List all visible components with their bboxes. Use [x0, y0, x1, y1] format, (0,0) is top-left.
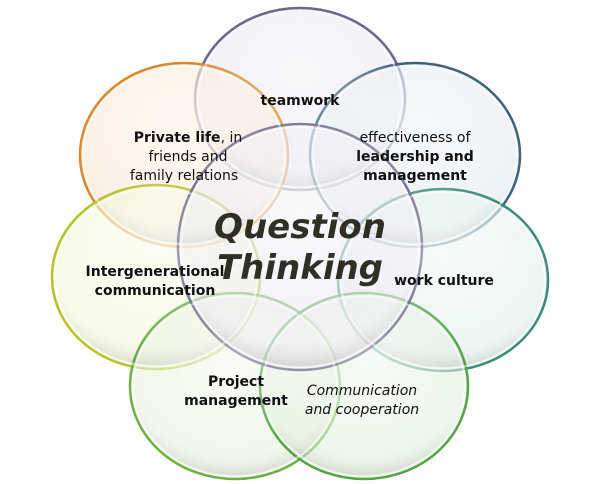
- private-life-line3: family relations: [130, 168, 238, 184]
- center-title-line2: Thinking: [217, 248, 383, 288]
- private-life-line2: friends and: [148, 149, 227, 165]
- leadership-line3: management: [363, 168, 467, 184]
- work-culture-label: work culture: [394, 273, 494, 289]
- project-line1: Project: [208, 374, 264, 390]
- leadership-line2: leadership and: [356, 149, 474, 165]
- private-life-line1: Private life, in: [134, 130, 242, 146]
- intergenerational-line1: Intergenerational: [86, 264, 225, 280]
- project-line2: management: [184, 393, 288, 409]
- private-life-bold: Private life: [134, 130, 221, 146]
- communication-line2: and cooperation: [305, 402, 419, 418]
- teamwork-label: teamwork: [261, 93, 341, 109]
- communication-line1: Communication: [307, 383, 417, 399]
- center-gloss: [180, 126, 420, 368]
- private-life-rest: , in: [221, 130, 243, 146]
- intergenerational-line2: communication: [95, 283, 216, 299]
- center-title-line1: Question: [214, 207, 386, 247]
- leadership-line1: effectiveness of: [360, 130, 472, 146]
